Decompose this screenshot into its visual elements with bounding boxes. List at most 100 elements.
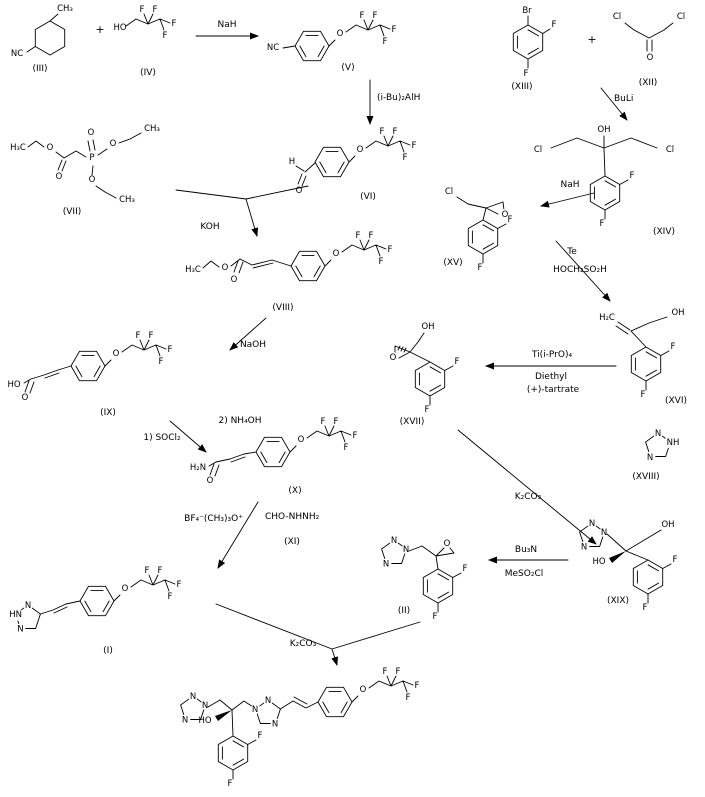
nitrogen-label: N	[589, 519, 595, 529]
compound-label-ix: (IX)	[100, 408, 116, 418]
compound-label-xv: (XV)	[443, 258, 462, 268]
reagent-k2co3-1: K₂CO₃	[515, 492, 542, 502]
compound-x: H₂N O O (X)	[190, 416, 359, 496]
reagent-diethyl-tartrate-2: (+)-tartrate	[527, 385, 580, 395]
arrow-xvii-to-xix: K₂CO₃	[457, 429, 597, 545]
reaction-arrow	[331, 648, 338, 666]
aldehyde-h-label: H	[289, 157, 295, 167]
reaction-arrow	[217, 501, 259, 569]
oxygen-label: O	[110, 139, 117, 149]
reagent-socl2: 1) SOCl₂	[143, 433, 181, 443]
hydroxyl-label: HO	[7, 380, 20, 390]
bromine-label: Br	[522, 6, 532, 16]
reagent-nah-2: NaH	[560, 180, 579, 190]
compound-xiii: Br F F (XIII)	[511, 6, 556, 92]
bonds	[39, 594, 121, 615]
plus-sign: +	[587, 33, 596, 46]
methyl-label: H₃C	[10, 143, 26, 153]
fluorine-label: F	[643, 603, 648, 613]
fluorine-label: F	[463, 564, 468, 574]
bonds	[295, 155, 356, 187]
chlorine-label: Cl	[445, 187, 453, 197]
reagent-rongalite: HOCH₂SO₂H	[553, 265, 607, 275]
bonds	[282, 39, 336, 49]
methyl-label: CH₃	[144, 124, 160, 134]
nitrogen-label: N	[265, 696, 271, 706]
bonds	[456, 196, 507, 264]
compound-label-iii: (III)	[33, 64, 48, 74]
arrow-iii-iv-to-v: NaH	[195, 20, 259, 40]
reaction-arrow	[600, 87, 628, 121]
fluoroalkyl-chain	[306, 416, 359, 454]
arrow-x-to-i: BF₄⁻(CH₃)₃O⁺ CHO-NHNH₂ (XI)	[184, 501, 320, 569]
bonds	[615, 316, 670, 391]
nitrogen-label: N	[190, 692, 196, 702]
oxygen-label: O	[89, 175, 96, 185]
stereo-wedge	[609, 551, 626, 563]
chlorine-label: Cl	[613, 12, 621, 22]
fluorine-label: F	[455, 357, 460, 367]
chlorine-label: Cl	[534, 145, 542, 155]
compound-final-product: N N N HO N N N O F F	[180, 666, 421, 789]
reagent-dibal: (i-Bu)₂AlH	[377, 93, 420, 103]
arrow-xii-xiii-to-xiv: BuLi	[600, 87, 633, 121]
reagent-nah-1: NaH	[217, 20, 236, 30]
bonds	[207, 695, 359, 780]
benzene-ring	[467, 219, 499, 255]
amide-label: H₂N	[190, 463, 206, 473]
reagent-nh4oh: 2) NH₄OH	[218, 416, 261, 426]
methyl-label: CH₃	[57, 4, 73, 14]
hydroxyl-label: OH	[597, 125, 610, 135]
reaction-arrow	[457, 429, 597, 545]
compound-i: HN N N O (I)	[8, 565, 183, 656]
reaction-arrow	[245, 198, 259, 237]
nitrogen-label: N	[647, 453, 653, 463]
merge-line	[215, 603, 421, 650]
compound-xvi: H₂C OH F F (XVI)	[599, 308, 687, 406]
hydroxyl-label: OH	[671, 308, 684, 318]
fluoroalkyl-chain	[130, 565, 183, 603]
oxygen-label: O	[47, 143, 54, 153]
bonds	[202, 258, 332, 274]
oxygen-label: O	[360, 685, 367, 695]
compound-v: NC O (V)	[267, 10, 398, 73]
nitrogen-label: N	[391, 536, 397, 546]
reagent-mesylchloride: MeSO₂Cl	[505, 569, 544, 579]
bonds	[208, 445, 297, 477]
fluoroalkyl-chain	[365, 126, 418, 164]
arrow-xiv-to-xv: NaH	[540, 180, 595, 208]
reagent-k2co3-2: K₂CO₃	[290, 639, 317, 649]
reagent-koh: KOH	[200, 222, 219, 232]
methyl-label: CH₃	[119, 195, 135, 205]
reaction-arrow	[555, 240, 611, 302]
bonds	[527, 15, 551, 69]
benzene-ring	[589, 175, 621, 211]
compound-label-xviii: (XVIII)	[632, 472, 659, 482]
fluorine-label: F	[630, 171, 635, 181]
compound-ii: N N N O F F (II)	[381, 535, 468, 622]
bonds	[26, 13, 59, 53]
reaction-arrow	[169, 420, 207, 453]
nitrogen-label: N	[25, 601, 31, 611]
compound-label-x: (X)	[288, 486, 301, 496]
compound-label-xii: (XII)	[639, 78, 658, 88]
oxygen-label: O	[22, 393, 29, 403]
fluorine-label: F	[524, 69, 529, 79]
bonds	[27, 132, 142, 199]
fluoroalkyl-chain	[341, 230, 394, 268]
nitrogen-label: N	[272, 720, 278, 730]
compound-xiv: OH Cl Cl F F (XIV)	[534, 125, 675, 237]
compound-label-viii: (VIII)	[272, 303, 293, 313]
arrow-viii-to-ix: NaOH	[229, 317, 267, 351]
bonds	[408, 545, 462, 613]
reagent-te: Te	[566, 247, 577, 257]
benzene-ring	[70, 350, 106, 382]
bonds	[394, 332, 454, 406]
hydroxyl-label: HO	[113, 23, 126, 33]
arrow-ix-to-x: 2) NH₄OH 1) SOCl₂	[143, 416, 262, 453]
hydroxyl-label: OH	[421, 322, 434, 332]
nitrogen-label: N	[601, 528, 607, 538]
compound-label-xvii: (XVII)	[400, 417, 425, 427]
